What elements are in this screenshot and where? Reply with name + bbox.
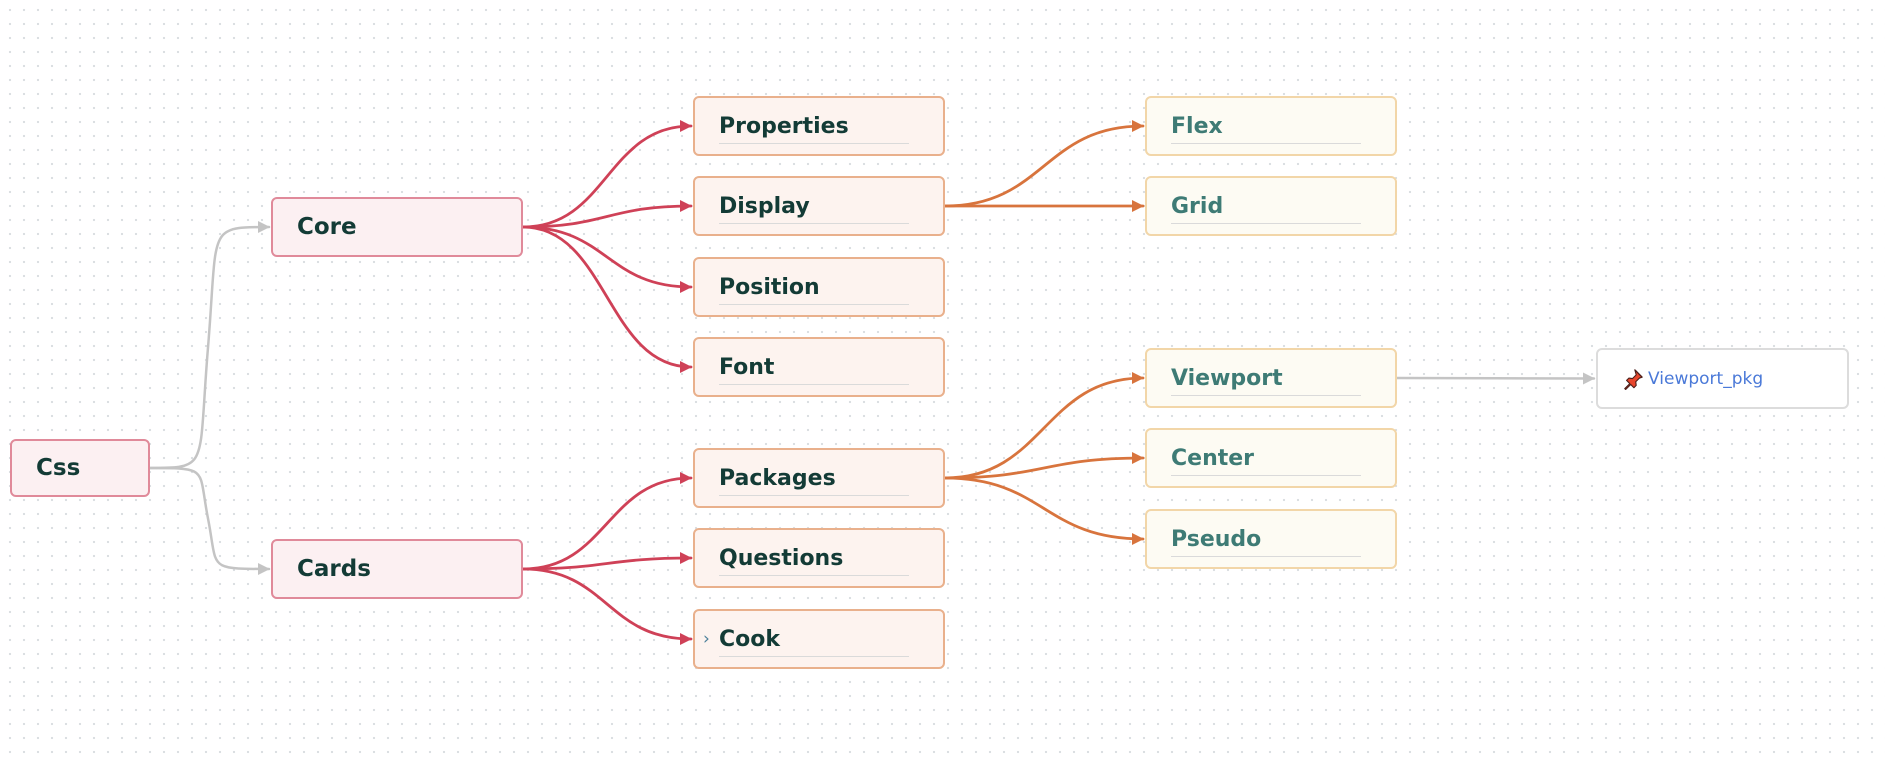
edge-core-to-font <box>521 225 693 373</box>
node-viewport[interactable]: Viewport <box>1145 348 1397 408</box>
node-underline <box>1171 143 1361 144</box>
node-flex[interactable]: Flex <box>1145 96 1397 156</box>
edge-core-to-properties <box>521 120 693 229</box>
node-underline <box>1171 475 1361 476</box>
node-label: Flex <box>1171 113 1223 139</box>
node-underline <box>719 384 909 385</box>
edge-display-to-flex <box>943 120 1145 208</box>
node-underline <box>719 656 909 657</box>
node-label: Css <box>36 455 81 481</box>
node-underline <box>1171 223 1361 224</box>
link-label[interactable]: Viewport_pkg <box>1648 368 1764 389</box>
node-underline <box>719 304 909 305</box>
node-cards[interactable]: Cards <box>271 539 523 599</box>
node-underline <box>719 575 909 576</box>
edge-packages-to-pseudo <box>943 476 1145 545</box>
edge-packages-to-center <box>943 452 1145 480</box>
node-grid[interactable]: Grid <box>1145 176 1397 236</box>
edge-cards-to-packages <box>521 472 693 571</box>
node-underline <box>1171 556 1361 557</box>
node-viewport-pkg[interactable]: Viewport_pkg <box>1596 348 1849 409</box>
pushpin-icon <box>1624 368 1643 390</box>
edge-cards-to-questions <box>521 552 693 571</box>
edge-cards-to-cook <box>521 567 693 645</box>
node-underline <box>719 223 909 224</box>
edge-core-to-display <box>521 200 693 229</box>
node-label: Font <box>719 354 775 380</box>
node-packages[interactable]: Packages <box>693 448 945 508</box>
node-label: Properties <box>719 113 849 139</box>
node-display[interactable]: Display <box>693 176 945 236</box>
node-label: Display <box>719 193 810 219</box>
node-label: Viewport <box>1171 365 1283 391</box>
node-css[interactable]: Css <box>10 439 150 497</box>
edge-packages-to-viewport <box>943 372 1145 480</box>
node-cook[interactable]: › Cook <box>693 609 945 669</box>
node-label: Cards <box>297 556 371 582</box>
node-underline <box>719 495 909 496</box>
edge-css-to-cards <box>148 466 271 575</box>
node-label: Packages <box>719 465 836 491</box>
edge-css-to-core <box>148 221 271 470</box>
node-core[interactable]: Core <box>271 197 523 257</box>
node-pseudo[interactable]: Pseudo <box>1145 509 1397 569</box>
node-label: Questions <box>719 545 844 571</box>
node-label: Cook <box>719 626 781 652</box>
node-position[interactable]: Position <box>693 257 945 317</box>
node-questions[interactable]: Questions <box>693 528 945 588</box>
node-center[interactable]: Center <box>1145 428 1397 488</box>
node-underline <box>1171 395 1361 396</box>
edge-core-to-position <box>521 225 693 293</box>
edge-viewport-to-viewport_pkg <box>1395 372 1596 385</box>
node-label: Core <box>297 214 357 240</box>
node-properties[interactable]: Properties <box>693 96 945 156</box>
node-label: Center <box>1171 445 1255 471</box>
node-label: Pseudo <box>1171 526 1262 552</box>
node-underline <box>719 143 909 144</box>
chevron-right-icon[interactable]: › <box>703 629 710 649</box>
node-font[interactable]: Font <box>693 337 945 397</box>
node-label: Grid <box>1171 193 1224 219</box>
node-label: Position <box>719 274 820 300</box>
